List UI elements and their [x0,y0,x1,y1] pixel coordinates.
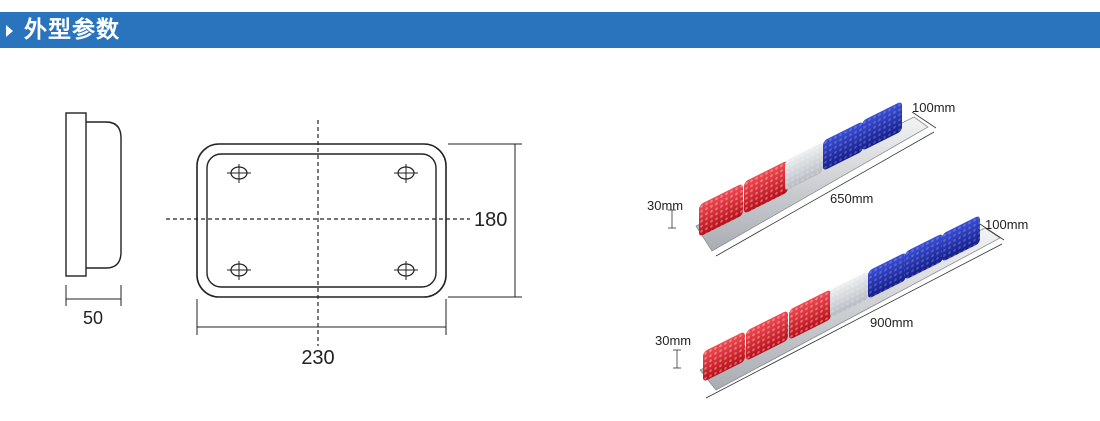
mounting-hole-icon [227,164,251,183]
front-height-label: 180 [474,209,507,231]
mounting-hole-icon [227,261,251,280]
bar-900-length-label: 900mm [870,315,913,330]
section-header-banner: 外型参数 [0,12,1100,48]
bar-650-depth-label: 100mm [912,100,955,115]
mounting-hole-icon [394,261,418,280]
side-width-label: 50 [83,308,103,328]
side-view-drawing: 50 [65,112,122,328]
bar-650-length-label: 650mm [830,191,873,206]
mounting-hole-icon [394,164,418,183]
front-width-label: 230 [301,347,334,369]
bar-650-height-label: 30mm [647,198,683,213]
bar-900-height-label: 30mm [655,333,691,348]
front-view-drawing: 180 230 [166,120,522,369]
bar-900-depth-label: 100mm [985,217,1028,232]
section-title: 外型参数 [24,17,120,43]
chevron-right-icon [6,25,13,37]
light-bar-900-image: 100mm 900mm 30mm [655,216,1028,399]
light-bar-650-image: 100mm 650mm 30mm [647,100,955,257]
